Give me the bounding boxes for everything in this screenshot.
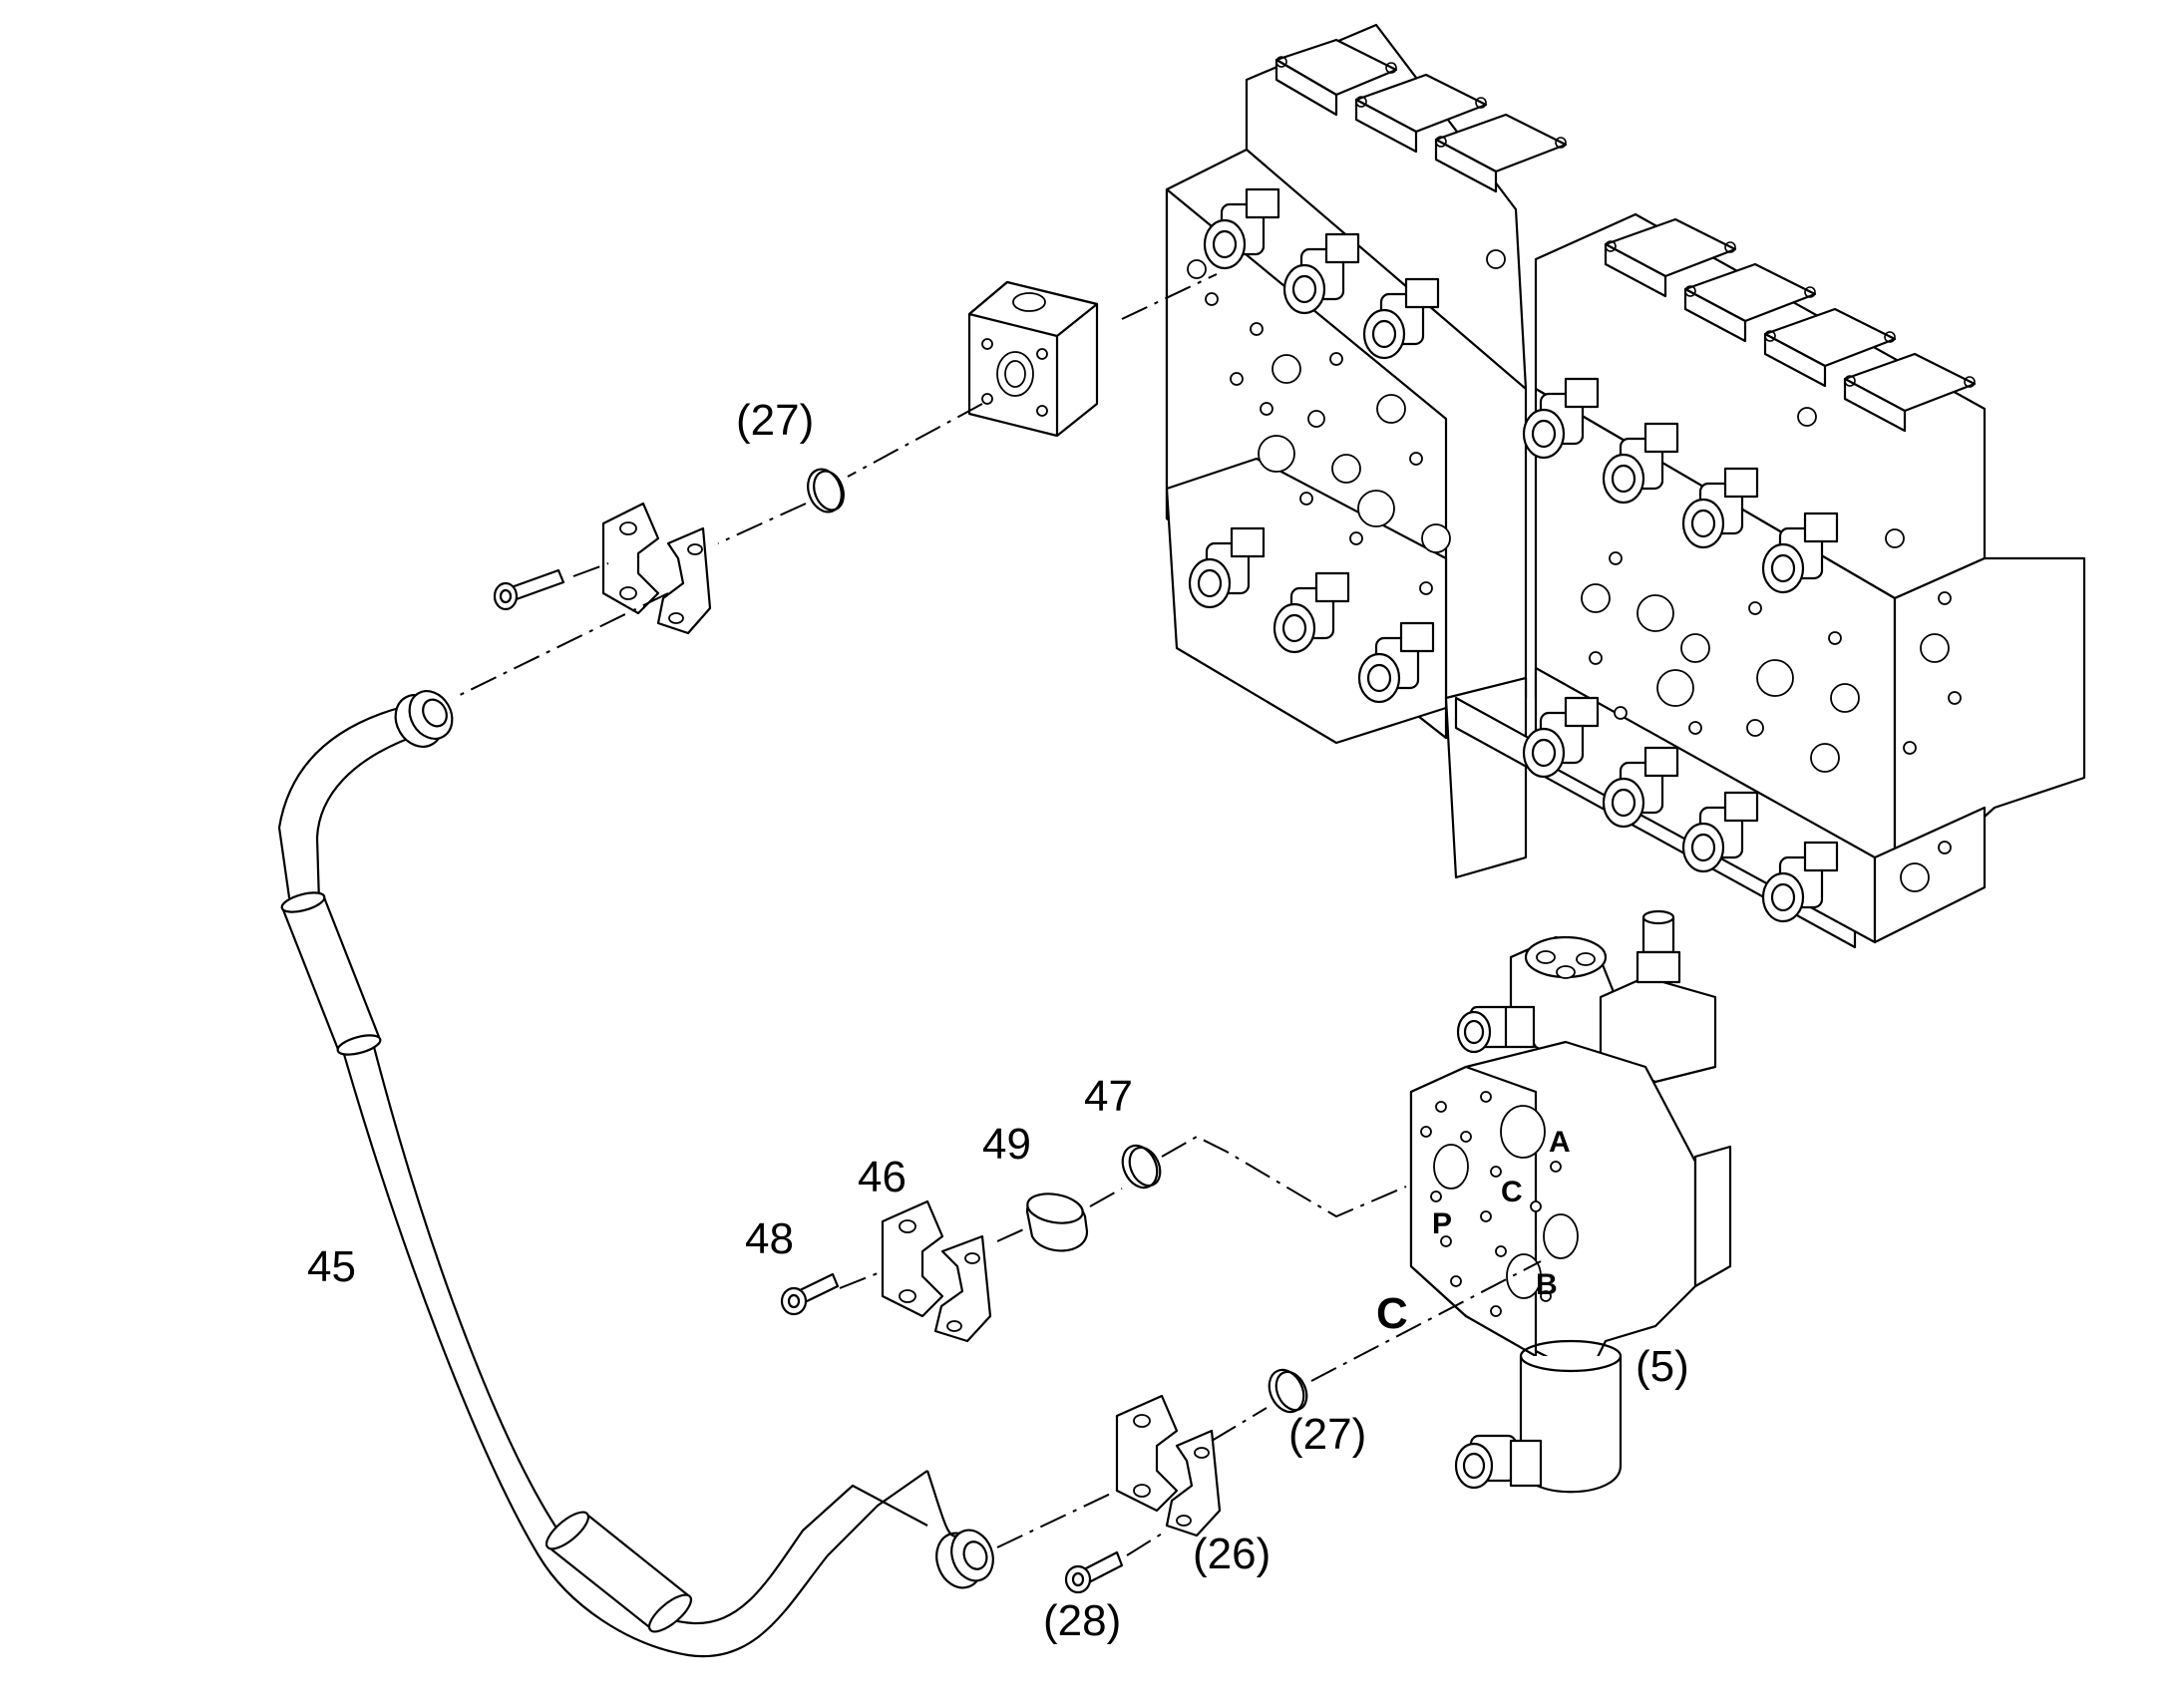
screw-lower-part — [1064, 1550, 1124, 1594]
callout-o-ring-lower: (27) — [1288, 1410, 1366, 1459]
port-label-c: C — [1501, 1176, 1523, 1208]
o-ring-top-part — [807, 468, 845, 513]
callout-flange-clamp-upper: 46 — [858, 1153, 907, 1201]
callout-screw-lower: (28) — [1043, 1596, 1121, 1645]
hose-assembly-part — [277, 690, 994, 1658]
adapter-block — [967, 280, 1099, 438]
screw-top-part — [493, 568, 565, 611]
callout-screw-upper: 48 — [745, 1214, 794, 1263]
callout-line-marker: C — [1376, 1289, 1408, 1338]
o-ring-lower-part — [1268, 1368, 1308, 1414]
o-ring-upper-part — [1121, 1144, 1162, 1190]
callout-o-ring-top: (27) — [736, 396, 814, 445]
assembly-center-lines — [453, 273, 1542, 1556]
screw-upper-part — [780, 1272, 840, 1316]
flange-clamp-lower-part — [1115, 1394, 1222, 1537]
callout-o-ring-upper: 47 — [1084, 1072, 1133, 1121]
valve-section-part — [1409, 909, 1732, 1494]
flange-clamp-top-part — [601, 502, 712, 635]
callout-hose: 45 — [307, 1242, 356, 1291]
callout-valve-section: (5) — [1635, 1342, 1689, 1391]
callout-flange-clamp-lower: (26) — [1193, 1530, 1271, 1578]
port-label-p: P — [1432, 1207, 1452, 1240]
flange-clamp-upper-part — [881, 1199, 992, 1343]
main-valve-block — [1165, 23, 2086, 949]
callout-seal-ring: 49 — [982, 1120, 1031, 1169]
seal-ring-part — [1025, 1193, 1089, 1252]
port-label-b: B — [1536, 1268, 1558, 1301]
port-label-a: A — [1549, 1126, 1571, 1159]
